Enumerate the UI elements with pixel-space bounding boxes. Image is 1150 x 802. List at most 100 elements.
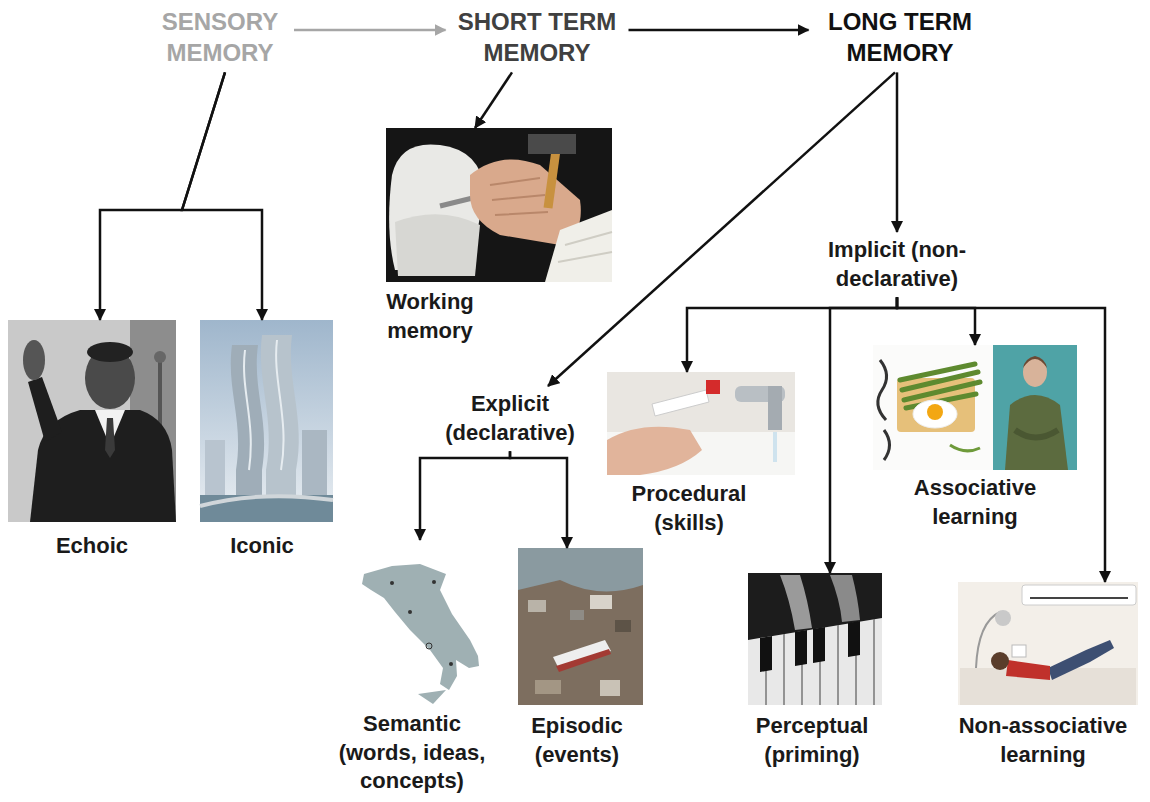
memory-stage-box: SHORT TERM MEMORY [446, 2, 629, 72]
sky [200, 320, 333, 522]
piano-keys [748, 618, 882, 705]
house [590, 595, 612, 609]
memory-type-box: Working memory [366, 128, 612, 349]
connector-arrow [294, 29, 446, 32]
procedural-photo [607, 372, 795, 475]
memory-label: Perceptual (priming) [742, 712, 882, 769]
connector-arrow [182, 72, 262, 320]
photo-ground [8, 320, 176, 522]
flood-water [518, 548, 643, 591]
hand [780, 575, 812, 630]
memory-label: SENSORY MEMORY [150, 6, 290, 68]
sweater [1005, 395, 1068, 470]
hand [830, 575, 860, 622]
memory-label: Implicit (non-declarative) [797, 236, 997, 293]
lamp-shade [995, 610, 1011, 626]
memory-label: Echoic [56, 532, 129, 561]
memory-stage-box: SENSORY MEMORY [146, 2, 294, 72]
memory-label: SHORT TERM MEMORY [450, 6, 625, 68]
sauce-swirl [878, 360, 890, 460]
tie [105, 418, 115, 458]
memory-label: Procedural (skills) [619, 480, 759, 537]
sculpture-base [395, 214, 480, 276]
connector-arrow [420, 451, 510, 540]
head [991, 652, 1009, 670]
connector-arrow [629, 29, 809, 32]
faucet-spout [768, 386, 782, 430]
memory-type-box: Echoic [8, 320, 176, 565]
memory-type-box: Implicit (non-declarative) [793, 232, 1001, 297]
connector-arrow [100, 72, 225, 320]
debris [528, 600, 546, 612]
connector-arrow [830, 297, 897, 573]
connector-arrow [475, 72, 512, 128]
photo-ground [607, 372, 795, 475]
semantic-map [352, 540, 480, 705]
memory-type-box: Episodic (events) [513, 548, 643, 773]
photo-ground [518, 548, 643, 705]
raised-hand [23, 340, 45, 380]
memory-type-box: Procedural (skills) [607, 372, 795, 541]
memory-label: LONG TERM MEMORY [813, 6, 988, 68]
photo-ground [352, 540, 480, 705]
connectors [100, 30, 1105, 582]
memory-label: Explicit (declarative) [435, 390, 585, 447]
memory-type-box: Non-associative learning [939, 582, 1147, 773]
egg-yolk [927, 404, 943, 420]
memory-label: Associative learning [900, 474, 1050, 531]
memory-type-box: Associative learning [873, 345, 1077, 535]
legs [1048, 640, 1114, 680]
capital-dot [426, 643, 432, 649]
debris [570, 610, 584, 620]
memory-label: Episodic (events) [517, 712, 637, 769]
city-dot [432, 580, 436, 584]
associative-photo [873, 345, 1077, 470]
photo-ground [386, 128, 612, 282]
connector-arrow [510, 451, 567, 548]
photo-ground [958, 582, 1138, 705]
connector-arrow [896, 72, 899, 232]
raised-arm [28, 377, 62, 442]
sleeve-knit [558, 232, 612, 262]
sleeve [545, 210, 612, 282]
working-memory-photo [386, 128, 612, 282]
iconic-photo [200, 320, 333, 522]
herb [950, 445, 980, 451]
city-dot [390, 581, 394, 585]
hand [607, 427, 702, 475]
tower [231, 345, 264, 500]
toothpaste-tube [652, 390, 709, 416]
panel-ground [993, 345, 1077, 470]
debris [615, 620, 631, 632]
episodic-photo [518, 548, 643, 705]
hammer-head [528, 134, 576, 154]
water-stream [773, 432, 777, 462]
photo-ground [748, 573, 882, 705]
sicily [418, 690, 446, 704]
memory-type-box: Explicit (declarative) [431, 386, 589, 451]
air-conditioner [1022, 585, 1136, 605]
tower [261, 335, 299, 500]
memory-type-box: Semantic (words, ideas, concepts) [328, 540, 496, 800]
house [600, 680, 620, 696]
fingers [490, 178, 548, 215]
face [1023, 357, 1047, 387]
connector-arrow [897, 297, 975, 345]
hammer-handle [548, 150, 556, 208]
far-building [302, 430, 327, 500]
air-vent [1030, 597, 1128, 599]
egg-white [913, 400, 957, 428]
microphone [154, 351, 166, 363]
city-dot [408, 610, 412, 614]
black-keys [760, 621, 860, 672]
city-dot [449, 662, 453, 666]
memory-type-box: Perceptual (priming) [738, 573, 886, 773]
hair [1023, 356, 1047, 368]
non-associative-photo [958, 582, 1138, 705]
tube-cap [706, 380, 720, 394]
perceptual-photo [748, 573, 882, 705]
connector-arrow [548, 72, 895, 386]
